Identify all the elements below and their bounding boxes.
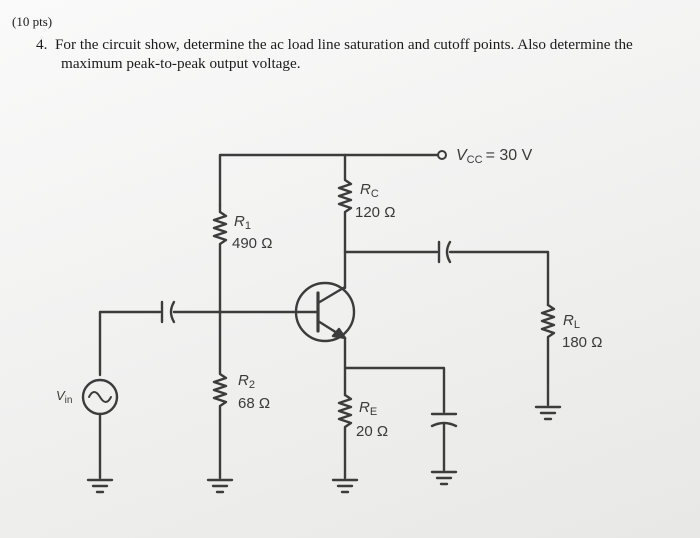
transistor-body — [294, 281, 356, 343]
r2-name-label: R2 — [238, 372, 255, 391]
ground-icon-vin — [86, 478, 114, 494]
output-capacitor-plate-right — [445, 240, 452, 264]
vcc-terminal — [437, 150, 447, 160]
rc-name-label: RC — [360, 181, 379, 200]
rc-value-label: 120 Ω — [355, 204, 395, 221]
points-label: (10 pts) — [12, 14, 53, 29]
question-number: 4. — [36, 36, 48, 53]
input-capacitor-plate-right — [169, 300, 176, 324]
rc-resistor — [337, 153, 353, 290]
r1-name-label: R1 — [234, 213, 251, 232]
re-resistor — [337, 393, 353, 480]
re-name-label: RE — [359, 399, 377, 418]
r1-resistor — [212, 203, 228, 314]
question-line-2: maximum peak-to-peak output voltage. — [61, 55, 301, 72]
ground-icon-bypass — [430, 470, 458, 486]
rl-name-label: RL — [563, 312, 580, 331]
input-wire — [98, 310, 162, 377]
rl-value-label: 180 Ω — [562, 334, 602, 351]
r1-value-label: 490 Ω — [232, 235, 272, 252]
ground-icon-rl — [534, 405, 562, 421]
transistor-emitter-arrow — [331, 327, 347, 340]
output-to-rl-wire — [448, 250, 550, 307]
ground-icon-r2 — [206, 478, 234, 494]
ground-icon-re — [331, 478, 359, 494]
question-text-line-1: 4. For the circuit show, determine the a… — [36, 36, 633, 54]
r2-value-label: 68 Ω — [238, 395, 270, 412]
question-line-1: For the circuit show, determine the ac l… — [54, 36, 633, 53]
re-value-label: 20 Ω — [356, 423, 388, 440]
transistor-collector-lead — [316, 285, 347, 305]
rl-resistor — [540, 303, 556, 407]
r2-resistor — [212, 310, 228, 480]
bypass-wire — [343, 366, 446, 414]
vcc-label: VCC= 30 V — [456, 147, 533, 166]
vcc-rail-wire — [218, 153, 440, 207]
vin-label: Vin — [56, 388, 72, 406]
sine-wave-icon — [88, 391, 112, 403]
